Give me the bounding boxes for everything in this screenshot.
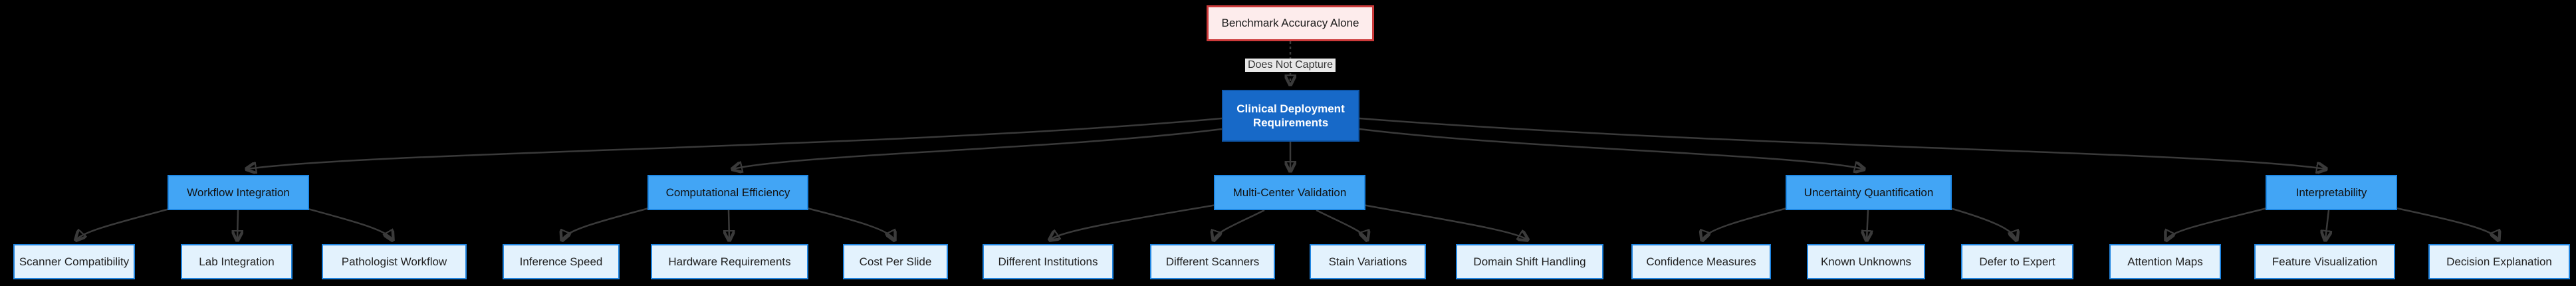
edge-center-to-uncertainty-quantification <box>1359 128 1863 169</box>
node-lab-integration: Lab Integration <box>181 244 293 279</box>
edge-to-pathologist-workflow <box>302 206 392 239</box>
edge-to-different-institutions <box>1050 204 1217 239</box>
node-clinical-deployment-requirements: Clinical Deployment Requirements <box>1222 90 1359 142</box>
node-decision-explanation: Decision Explanation <box>2428 244 2570 279</box>
node-confidence-measures: Confidence Measures <box>1631 244 1771 279</box>
edge-to-cost-per-slide <box>804 206 894 239</box>
node-feature-visualization: Feature Visualization <box>2254 244 2395 279</box>
edge-center-to-workflow-integration <box>247 117 1223 169</box>
node-stain-variations: Stain Variations <box>1310 244 1426 279</box>
node-different-institutions: Different Institutions <box>983 244 1113 279</box>
edge-to-stain-variations <box>1316 209 1367 239</box>
edge-to-confidence-measures <box>1702 206 1790 239</box>
edge-to-feature-visualization <box>2325 210 2329 239</box>
edge-to-attention-maps <box>2166 206 2270 239</box>
node-known-unknowns: Known Unknowns <box>1807 244 1925 279</box>
node-inference-speed: Inference Speed <box>503 244 620 279</box>
node-benchmark-accuracy-alone: Benchmark Accuracy Alone <box>1207 5 1374 41</box>
node-workflow-integration: Workflow Integration <box>168 175 309 210</box>
node-hardware-requirements: Hardware Requirements <box>651 244 808 279</box>
node-scanner-compatibility: Scanner Compatibility <box>13 244 135 279</box>
edge-center-to-interpretability <box>1359 117 2325 169</box>
node-uncertainty-quantification: Uncertainty Quantification <box>1786 175 1952 210</box>
node-defer-to-expert: Defer to Expert <box>1961 244 2073 279</box>
edge-to-domain-shift-handling <box>1362 204 1527 239</box>
node-domain-shift-handling: Domain Shift Handling <box>1456 244 1603 279</box>
edge-to-inference-speed <box>562 206 652 239</box>
edge-center-to-computational-efficiency <box>733 128 1223 169</box>
node-computational-efficiency: Computational Efficiency <box>647 175 808 210</box>
edge-to-decision-explanation <box>2393 206 2498 239</box>
node-different-scanners: Different Scanners <box>1150 244 1275 279</box>
node-cost-per-slide: Cost Per Slide <box>843 244 948 279</box>
edge-label-does-not-capture: Does Not Capture <box>1244 59 1336 72</box>
edge-to-defer-to-expert <box>1947 206 2016 239</box>
node-multi-center-validation: Multi-Center Validation <box>1214 175 1365 210</box>
edge-to-different-scanners <box>1214 209 1265 239</box>
edge-to-scanner-compatibility <box>76 206 175 239</box>
edge-to-lab-integration <box>237 210 238 239</box>
node-attention-maps: Attention Maps <box>2109 244 2221 279</box>
node-pathologist-workflow: Pathologist Workflow <box>322 244 467 279</box>
edge-to-known-unknowns <box>1867 210 1868 239</box>
node-interpretability: Interpretability <box>2266 175 2397 210</box>
